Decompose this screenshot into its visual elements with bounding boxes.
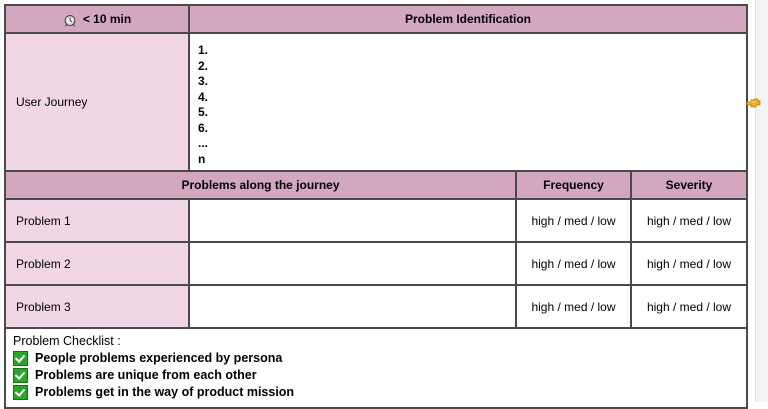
- checkbox-checked-icon[interactable]: [13, 385, 28, 400]
- checklist-item-label: Problems are unique from each other: [35, 368, 257, 382]
- checklist-item[interactable]: Problems get in the way of product missi…: [13, 384, 746, 401]
- table-row: Problem 2 high / med / low high / med / …: [4, 241, 748, 286]
- problem-checklist: Problem Checklist : People problems expe…: [4, 327, 748, 409]
- worksheet-table: < 10 min Problem Identification User Jou…: [4, 4, 748, 409]
- worksheet-title: Problem Identification: [188, 4, 748, 34]
- problem-description-field[interactable]: [188, 241, 517, 286]
- list-item: 3.: [198, 74, 209, 88]
- worksheet-table-wrap: < 10 min Problem Identification User Jou…: [4, 4, 748, 409]
- problem-frequency-rating[interactable]: high / med / low: [515, 284, 632, 329]
- list-item: 1.: [198, 43, 209, 57]
- problems-header-row: Problems along the journey Frequency Sev…: [4, 170, 748, 200]
- table-row: Problem 3 high / med / low high / med / …: [4, 284, 748, 329]
- alarm-clock-icon: [63, 13, 77, 27]
- problem-frequency-rating[interactable]: high / med / low: [515, 241, 632, 286]
- pointing-hand-cursor: [746, 96, 761, 110]
- problems-column-header: Problems along the journey: [4, 170, 517, 200]
- list-item: ...: [198, 136, 209, 150]
- timebox-label: < 10 min: [82, 12, 132, 26]
- timebox-cell: < 10 min: [4, 4, 190, 34]
- user-journey-row: User Journey 1. 2. 3. 4. 5. 6. ... n: [4, 32, 748, 172]
- list-item: n: [198, 151, 206, 166]
- problem-severity-rating[interactable]: high / med / low: [630, 198, 748, 243]
- frequency-column-header: Frequency: [515, 170, 632, 200]
- list-item: 2.: [198, 58, 209, 73]
- problem-description-field[interactable]: [188, 284, 517, 329]
- list-item: 4.: [198, 89, 209, 104]
- checklist-item[interactable]: People problems experienced by persona: [13, 350, 746, 367]
- header-row: < 10 min Problem Identification: [4, 4, 748, 34]
- user-journey-label: User Journey: [4, 32, 190, 172]
- table-row: Problem 1 high / med / low high / med / …: [4, 198, 748, 243]
- checkbox-checked-icon[interactable]: [13, 368, 28, 383]
- problem-label: Problem 3: [4, 284, 190, 329]
- journey-step-list: 1. 2. 3. 4. 5. 6. ... n: [198, 43, 746, 167]
- checkbox-checked-icon[interactable]: [13, 351, 28, 366]
- list-item: 5.: [198, 105, 209, 119]
- page-edge-strip: [755, 0, 768, 402]
- problem-description-field[interactable]: [188, 198, 517, 243]
- checklist-item-label: Problems get in the way of product missi…: [35, 385, 295, 399]
- problem-severity-rating[interactable]: high / med / low: [630, 284, 748, 329]
- problem-label: Problem 2: [4, 241, 190, 286]
- problem-frequency-rating[interactable]: high / med / low: [515, 198, 632, 243]
- list-item: 6.: [198, 120, 209, 135]
- checklist-row: Problem Checklist : People problems expe…: [4, 327, 748, 409]
- checklist-item-label: People problems experienced by persona: [35, 351, 283, 365]
- problem-label: Problem 1: [4, 198, 190, 243]
- user-journey-steps[interactable]: 1. 2. 3. 4. 5. 6. ... n: [188, 32, 748, 172]
- severity-column-header: Severity: [630, 170, 748, 200]
- checklist-item[interactable]: Problems are unique from each other: [13, 367, 746, 384]
- problem-severity-rating[interactable]: high / med / low: [630, 241, 748, 286]
- checklist-title: Problem Checklist :: [13, 334, 121, 348]
